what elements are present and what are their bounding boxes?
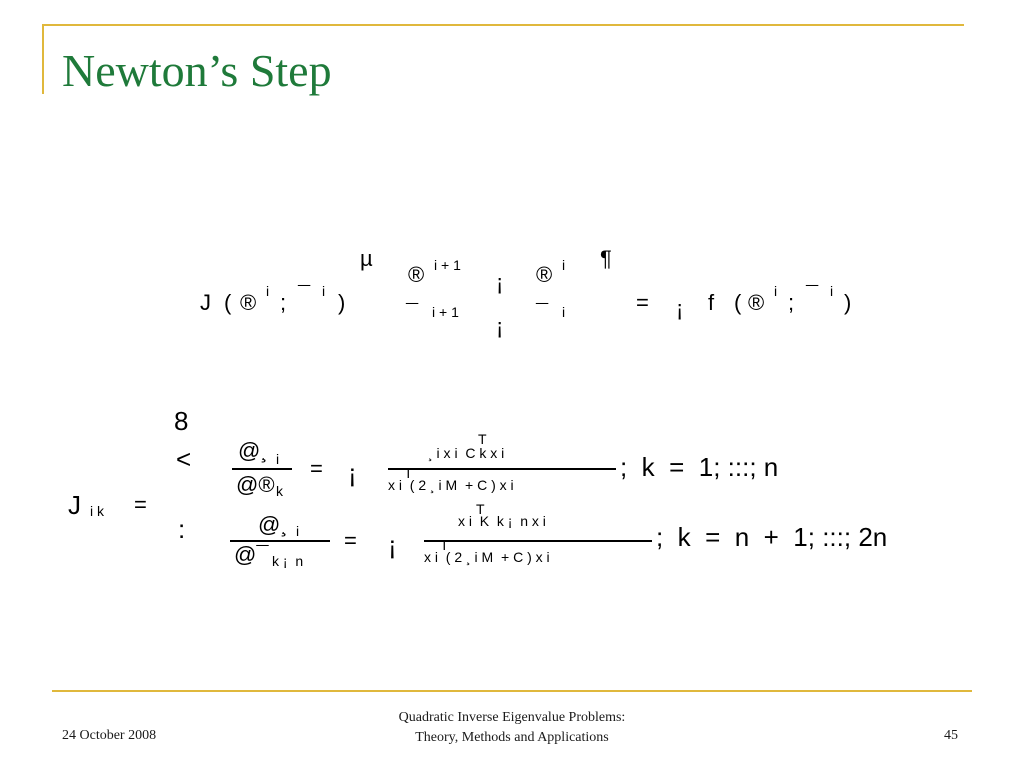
r1-equals: = (310, 456, 323, 481)
eq1-semicolon2: ; (788, 290, 795, 315)
eq2-equals: = (134, 492, 147, 517)
r1-minus: ¡ (348, 458, 357, 488)
eq1-beta: ¯ (298, 282, 311, 307)
eq1-beta-next-sub: i + 1 (432, 304, 459, 320)
r1-partial-num-sub: i (276, 451, 280, 467)
r1-fraction-bar (388, 468, 616, 470)
r1-partial-fraction-bar (232, 468, 292, 470)
eq1-beta-next: ¯ (406, 300, 419, 325)
r1-fraction-numerator: ¸ i x i C k x i (428, 445, 505, 461)
eq1-beta-rhs-sup: i (830, 283, 834, 299)
footer-title-line1: Quadratic Inverse Eigenvalue Problems: (398, 710, 626, 725)
eq1-alpha-cur-sup: i (562, 257, 566, 273)
footer-rule (52, 690, 972, 692)
eq1-lparen: ( (224, 290, 232, 315)
eq1-minus-top: ¡ (496, 270, 504, 295)
r2-condition: ; k = n + 1; :::; 2n (656, 522, 888, 552)
eq2-J-sub: i k (90, 503, 104, 519)
footer-title-line2: Theory, Methods and Applications (415, 730, 609, 745)
r2-partial-num: @¸ (258, 512, 288, 537)
eq1-rparen2: ) (844, 290, 852, 315)
footer-page-number: 45 (944, 728, 958, 743)
r2-fraction-numerator: x i K k ¡ n x i (458, 513, 546, 529)
slide-title: Newton’s Step (62, 45, 332, 96)
r1-partial-num: @¸ (238, 438, 268, 463)
top-rule (42, 24, 964, 26)
brace-bottom: : (178, 514, 186, 544)
eq1-rparen: ) (338, 290, 346, 315)
r1-partial-den: @® (236, 472, 275, 497)
eq1-beta-sup: i (322, 283, 326, 299)
footer-title: Quadratic Inverse Eigenvalue Problems: T… (322, 708, 702, 748)
eq1-bracket-right: ¶ (600, 246, 612, 271)
eq1-lparen2: ( (734, 290, 742, 315)
eq1-alpha-next-sup: i + 1 (434, 257, 461, 273)
left-rule (42, 24, 44, 94)
eq1-alpha-rhs: ® (748, 290, 765, 315)
eq1-f: f (708, 290, 715, 315)
eq1-alpha-rhs-sup: i (774, 283, 778, 299)
r2-partial-den-sub: k ¡ n (272, 553, 304, 569)
eq1-alpha-next: ® (408, 262, 425, 287)
r2-partial-den: @¯ (234, 542, 269, 567)
r2-equals: = (344, 528, 357, 553)
eq1-minus-bottom: ¡ (496, 314, 504, 339)
r2-fraction-denominator: x i ( 2 ¸ i M + C ) x i (424, 549, 550, 565)
r2-minus: ¡ (388, 530, 397, 560)
r2-partial-num-sub: i (296, 523, 300, 539)
eq1-beta-cur-sub: i (562, 304, 566, 320)
eq1-equals: = (636, 290, 649, 315)
eq1-bracket-left: µ (360, 246, 373, 271)
eq1-minus-rhs: ¡ (676, 296, 684, 321)
r1-condition: ; k = 1; :::; n (620, 452, 779, 482)
r2-denominator-sup: T (440, 537, 449, 553)
eq1-alpha-sup: i (266, 283, 270, 299)
r2-numerator-sup: T (476, 501, 485, 517)
eq1-alpha-cur: ® (536, 262, 553, 287)
r1-fraction-denominator: x i ( 2 ¸ i M + C ) x i (388, 477, 514, 493)
eq1-J: J (200, 290, 211, 315)
eq2-J: J (68, 490, 81, 520)
r1-numerator-sup: T (478, 431, 487, 447)
eq1-beta-rhs: ¯ (806, 282, 819, 307)
r1-denominator-sup: T (404, 465, 413, 481)
brace-middle: < (176, 444, 192, 474)
r2-fraction-bar (424, 540, 652, 542)
eq1-alpha: ® (240, 290, 257, 315)
eq1-beta-cur: ¯ (536, 300, 549, 325)
r2-partial-fraction-bar (230, 540, 330, 542)
brace-top: 8 (174, 406, 189, 436)
eq1-semicolon: ; (280, 290, 287, 315)
footer-date: 24 October 2008 (62, 728, 157, 743)
r1-partial-den-sub: k (276, 483, 283, 499)
